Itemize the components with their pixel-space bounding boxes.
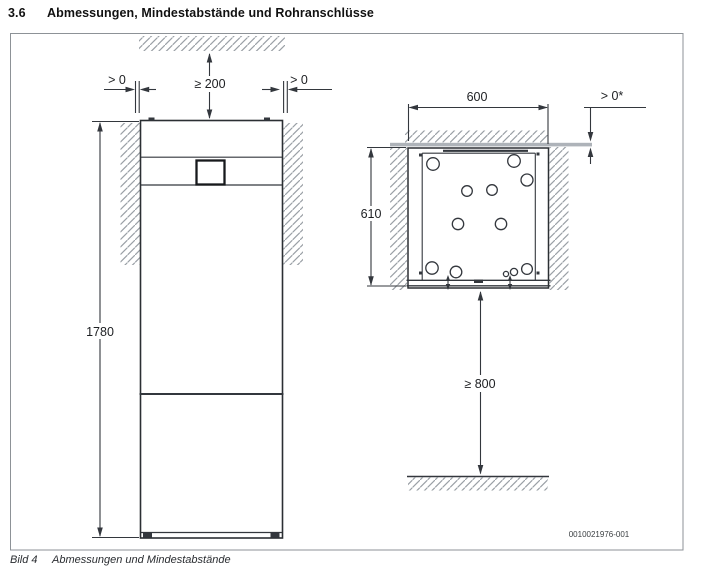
dim-height-label: 1780: [86, 325, 114, 339]
figure-border: [10, 33, 684, 551]
pipe-connection-circle: [494, 217, 508, 231]
dim-top-label-bg: [188, 76, 232, 92]
arrowhead-left: [287, 86, 298, 93]
dim-left-clearance-label: > 0: [108, 73, 126, 87]
figure-caption: Bild 4 Abmessungen und Mindestabstände: [10, 554, 690, 566]
right-wall-hatch: [283, 123, 303, 265]
figure-caption-label: Bild 4: [10, 554, 38, 566]
top-bracket-right: [264, 117, 270, 121]
arrowhead-up: [477, 291, 484, 301]
arrowhead-left: [139, 86, 150, 93]
corner-mark: [419, 271, 422, 275]
dim-depth-label-bg: [354, 206, 388, 221]
left-wall-hatch: [390, 147, 407, 290]
section-number: 3.6: [8, 6, 26, 20]
dim-rear-clearance-label: > 0*: [601, 89, 624, 103]
right-wall-hatch: [549, 147, 569, 290]
arrowhead-down: [587, 132, 594, 142]
arrowhead-up: [368, 148, 374, 158]
front-view-dimensions: ≥ 200 > 0 > 0 1780: [82, 53, 332, 539]
front-view: [120, 36, 303, 539]
arrowhead-down: [206, 109, 213, 119]
pipe-connections: [425, 154, 534, 279]
pipe-connection-circle: [486, 184, 498, 196]
base-feet-marks: [445, 275, 513, 290]
arrowhead-down: [97, 527, 103, 537]
top-view-dimensions: 600 > 0* 610 ≥ 800: [354, 89, 646, 491]
dim-width-label: 600: [467, 90, 488, 104]
section-heading: 3.6 Abmessungen, Mindestabstände und Roh…: [8, 6, 698, 20]
arrowhead-left: [408, 104, 418, 111]
foot-right: [270, 533, 280, 538]
top-view: [390, 130, 592, 290]
obstacle-hatch: [408, 477, 548, 491]
appliance-front-outline: [139, 119, 284, 539]
pipe-connection-circle: [502, 270, 510, 278]
pipe-connection-circle: [449, 265, 463, 279]
display-panel: [195, 159, 226, 186]
drawing-code: 0010021976-001: [569, 530, 630, 539]
corner-mark: [536, 271, 540, 275]
arrowhead-up: [206, 53, 213, 63]
dim-top-clearance-label: ≥ 200: [194, 77, 225, 91]
corner-mark: [536, 152, 540, 156]
arrowhead-up: [97, 122, 103, 132]
pipe-connection-circle: [426, 157, 440, 171]
ceiling-hatch: [139, 36, 285, 51]
figure-caption-text: Abmessungen und Mindestabstände: [52, 554, 231, 566]
section-title: Abmessungen, Mindestabstände und Rohrans…: [47, 6, 374, 20]
dim-front-label-bg: [459, 375, 502, 392]
foot-left: [143, 533, 152, 538]
arrowhead-right: [125, 86, 135, 93]
corner-mark: [419, 153, 422, 157]
dim-height-label-bg: [82, 323, 118, 339]
dim-depth-label: 610: [361, 207, 382, 221]
dim-right-clearance-label: > 0: [290, 73, 308, 87]
arrowhead-right: [538, 104, 548, 111]
pipe-connection-circle: [507, 154, 521, 168]
top-bracket-left: [148, 117, 155, 121]
pipe-connection-circle: [509, 267, 519, 277]
pipe-connection-circle: [451, 217, 465, 231]
dim-front-clearance-label: ≥ 800: [464, 377, 495, 391]
arrowhead-up: [587, 147, 594, 157]
pipe-connection-circle: [461, 185, 473, 197]
arrowhead-right: [270, 86, 280, 93]
arrowhead-down: [368, 276, 374, 286]
left-wall-hatch: [120, 123, 140, 265]
arrowhead-down: [477, 465, 484, 475]
pipe-connection-circle: [425, 261, 439, 275]
rear-wall-hatch: [405, 130, 548, 143]
pipe-connection-circle: [520, 173, 534, 187]
rear-wall-line: [390, 142, 592, 147]
pipe-connection-circle: [520, 262, 534, 276]
